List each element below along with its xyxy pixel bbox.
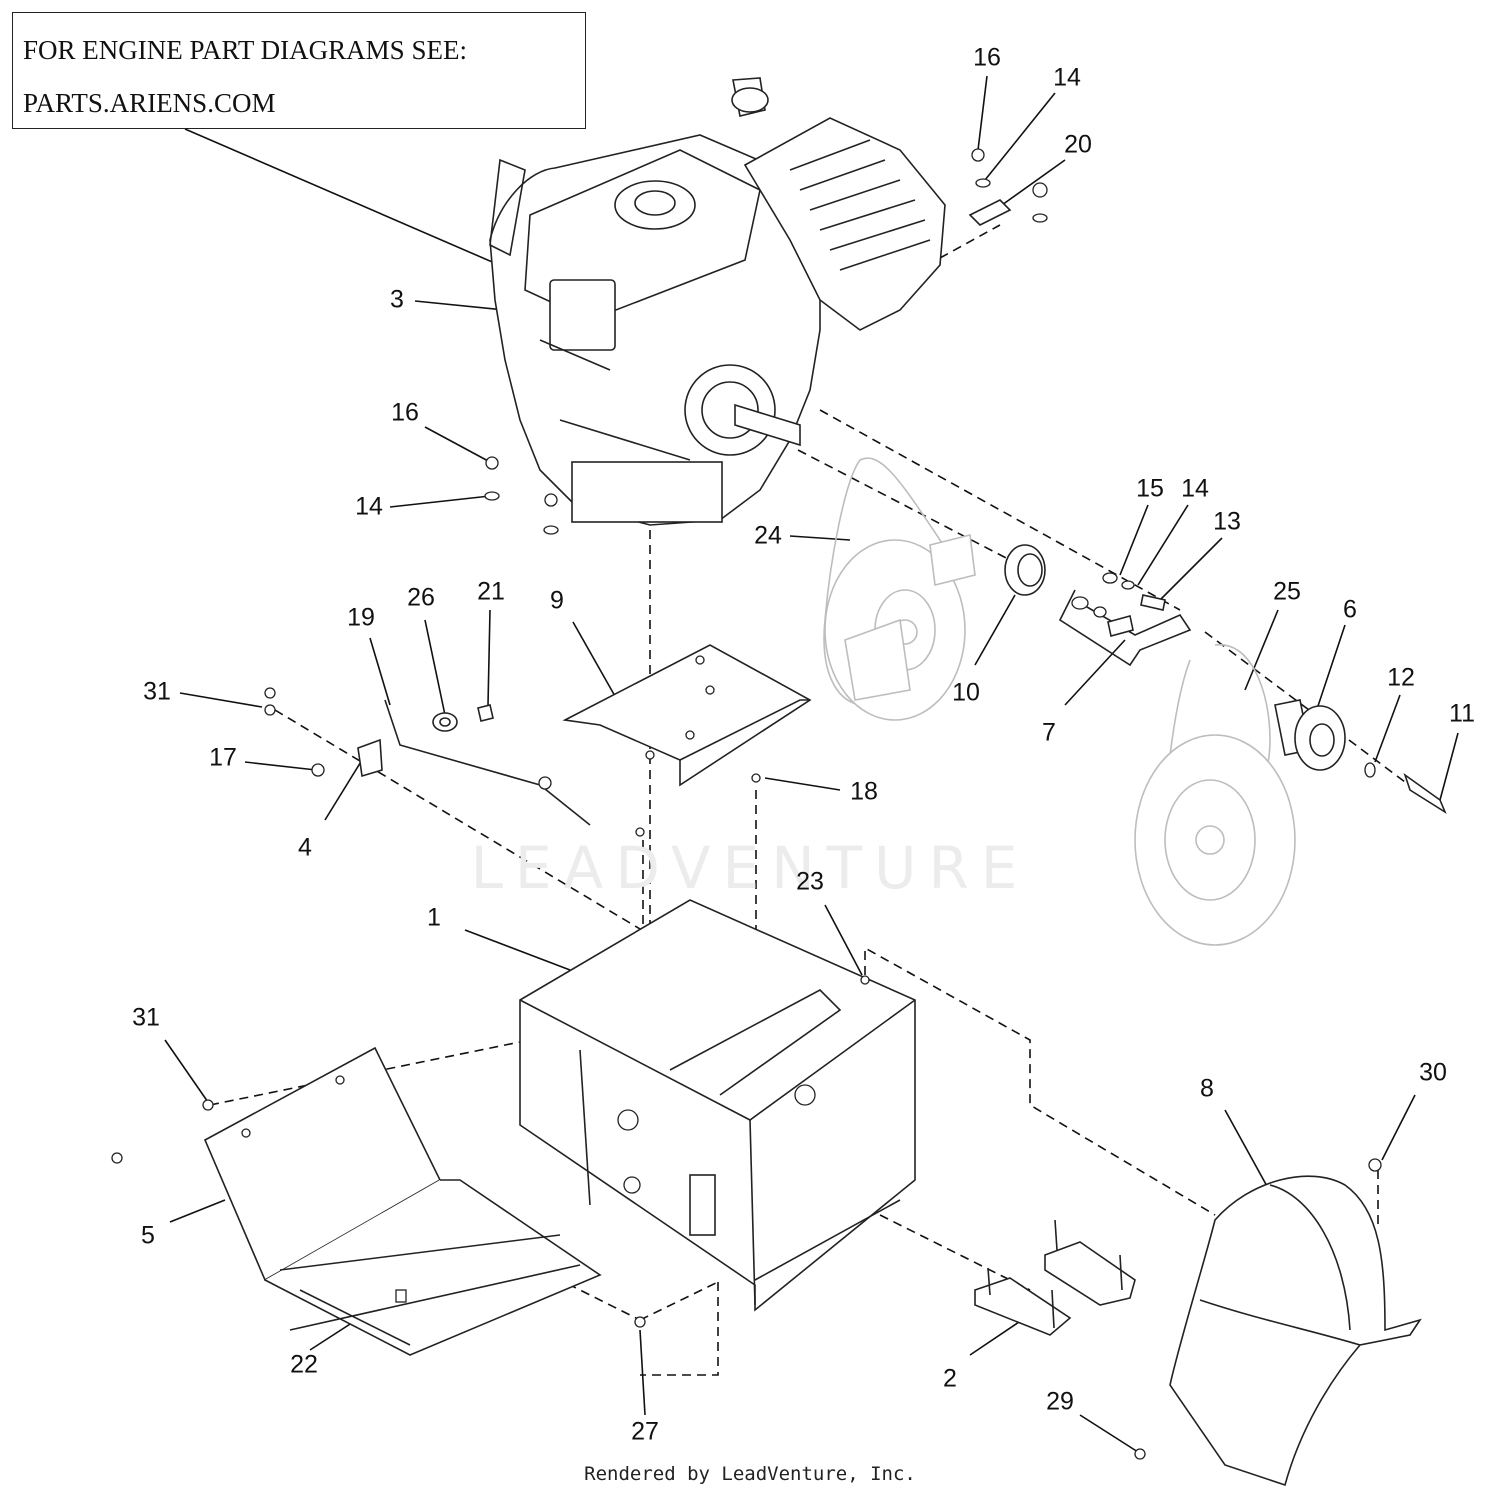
skid-plate-5 <box>111 1046 602 1356</box>
callout: 16 <box>973 43 1001 72</box>
callout: 10 <box>952 678 980 707</box>
watermark: LEADVENTURE <box>470 834 1030 902</box>
spacers-2 <box>634 1219 1146 1460</box>
leader-lines <box>164 75 1459 1453</box>
pulley-10 <box>1004 544 1046 596</box>
callout: 30 <box>1419 1058 1447 1087</box>
belt-pulley-25 <box>1134 644 1296 946</box>
callout: 27 <box>631 1417 659 1446</box>
hub-6 <box>1274 699 1447 815</box>
callout: 21 <box>477 577 505 606</box>
plate-9 <box>562 644 812 787</box>
callout: 20 <box>1064 130 1092 159</box>
engine-fasteners <box>484 456 559 535</box>
bracket-7 <box>1058 572 1192 667</box>
belt-cover-8 <box>1169 1158 1422 1487</box>
callout: 1 <box>427 903 441 932</box>
belt-pulley-24 <box>823 457 976 721</box>
engine <box>489 77 946 526</box>
callout: 26 <box>407 583 435 612</box>
callout: 12 <box>1387 663 1415 692</box>
frame-1 <box>519 899 916 1312</box>
callout: 9 <box>550 586 564 615</box>
callout: 5 <box>141 1221 155 1250</box>
top-fasteners <box>968 148 1048 226</box>
callout: 3 <box>390 285 404 314</box>
callout: 22 <box>290 1350 318 1379</box>
note-line-1: FOR ENGINE PART DIAGRAMS SEE: <box>23 35 467 65</box>
callout: 24 <box>754 521 782 550</box>
callout: 13 <box>1213 507 1241 536</box>
linkage-19 <box>264 687 761 837</box>
engine-diagram-note: FOR ENGINE PART DIAGRAMS SEE: PARTS.ARIE… <box>12 12 586 129</box>
callout: 14 <box>1053 63 1081 92</box>
callout: 16 <box>391 398 419 427</box>
callout: 15 <box>1136 474 1164 503</box>
callout: 23 <box>796 867 824 896</box>
callout: 18 <box>850 777 878 806</box>
callout: 11 <box>1449 699 1475 728</box>
callout: 31 <box>132 1003 160 1032</box>
callout: 31 <box>143 677 171 706</box>
callout: 14 <box>355 492 383 521</box>
note-line-2: PARTS.ARIENS.COM <box>23 88 276 118</box>
callout: 29 <box>1046 1387 1074 1416</box>
callout: 19 <box>347 603 375 632</box>
render-credit: Rendered by LeadVenture, Inc. <box>584 1463 916 1485</box>
callout: 2 <box>943 1364 957 1393</box>
callout: 8 <box>1200 1074 1214 1103</box>
callout: 14 <box>1181 474 1209 503</box>
callout: 17 <box>209 743 237 772</box>
callout: 4 <box>298 833 312 862</box>
callout: 7 <box>1042 718 1056 747</box>
callout: 6 <box>1343 595 1357 624</box>
callout: 25 <box>1273 577 1301 606</box>
